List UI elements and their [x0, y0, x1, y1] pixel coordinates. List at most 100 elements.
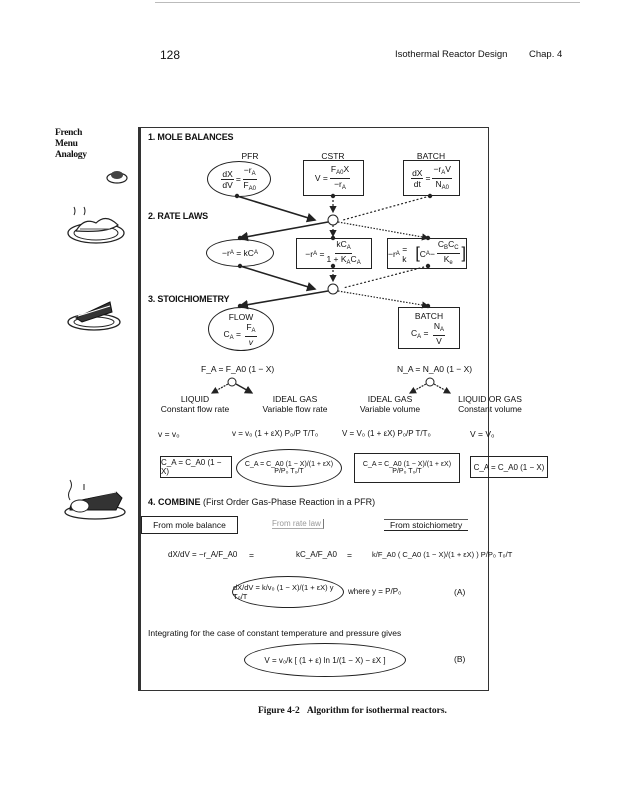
constant-volume-concentration: C_A = C_A0 (1 − X)	[470, 456, 548, 478]
batch-rhs-tail: V	[445, 163, 451, 174]
flow-conversion: F_A = F_A0 (1 − X)	[201, 364, 275, 374]
equation-a: dX/dV = k/v₀ (1 − X)/(1 + εX) y T₀/T	[232, 576, 344, 608]
rate-rhs: = kC	[236, 248, 254, 258]
sub: A	[253, 250, 258, 256]
pfr-lhs-den: dV	[222, 179, 233, 190]
margin-note: French Menu Analogy	[55, 128, 87, 161]
flow-den: v	[248, 336, 254, 347]
pfr-rhs-num: −r	[243, 164, 252, 175]
liquid-flow-eq: v = v₀	[158, 429, 180, 439]
rev-num: C	[437, 239, 445, 249]
cstr-label: CSTR	[321, 151, 345, 161]
sub: A	[346, 245, 351, 251]
sub: A0	[248, 185, 256, 192]
batch-lhs-den: dt	[413, 178, 421, 189]
equals-sign: =	[347, 550, 352, 560]
case-title: LIQUID	[180, 394, 210, 404]
sub: e	[449, 260, 453, 266]
combine-mole-balance: dX/dV = −r_A/F_A0	[168, 550, 238, 559]
sub: A0	[336, 169, 344, 176]
ideal-gas-flow-concentration: C_A = C_A0 (1 − X)/(1 + εX) P/P₀ T₀/T	[236, 449, 342, 487]
batch-lhs-num: dX	[411, 167, 424, 179]
equation-b: V = v₀/k [ (1 + ε) ln 1/(1 − X) − εX ]	[244, 643, 406, 677]
sub: A	[441, 169, 446, 176]
lh-lhs: −r	[305, 248, 314, 259]
integrating-text: Integrating for the case of constant tem…	[148, 628, 402, 638]
running-head: Isothermal Reactor Design	[395, 49, 508, 60]
sub: A	[229, 250, 234, 256]
from-rate-law-header: From rate law	[272, 519, 324, 529]
chapter-label: Chap. 4	[529, 49, 563, 60]
sub: A0	[441, 184, 449, 191]
batch-rhs-num: −r	[433, 163, 442, 174]
equation-a-label: (A)	[454, 587, 466, 597]
combine-title: 4. COMBINE	[148, 497, 201, 507]
case-subtitle: Variable volume	[359, 404, 421, 414]
case-subtitle: Variable flow rate	[262, 404, 328, 414]
rate-lhs: −r	[222, 248, 230, 258]
cstr-num-tail: X	[343, 163, 350, 174]
equation-b-label: (B)	[454, 654, 466, 664]
sub: C	[454, 245, 459, 251]
combine-subtitle: (First Order Gas-Phase Reaction in a PFR…	[203, 497, 376, 507]
from-stoichiometry-header: From stoichiometry	[384, 519, 469, 531]
batch-label: BATCH	[416, 151, 446, 161]
sub: B	[444, 245, 449, 251]
rev-mid: = k	[402, 243, 408, 264]
cstr-lhs: V	[314, 173, 321, 183]
caption-label: Figure 4-2	[258, 706, 300, 716]
flow-label: FLOW	[228, 311, 254, 322]
from-mole-balance-header: From mole balance	[141, 516, 238, 534]
case-subtitle: Constant volume	[458, 404, 522, 414]
cstr-num: F	[330, 163, 337, 174]
section-stoichiometry-title: 3. STOICHIOMETRY	[148, 294, 230, 304]
sub: A	[251, 170, 256, 177]
batch-stoich-num: N	[433, 320, 440, 331]
case-title: IDEAL GAS	[367, 394, 413, 404]
equals-sign: =	[249, 550, 254, 560]
lh-den-tail: C	[350, 254, 357, 264]
ideal-gas-batch-concentration: C_A = C_A0 (1 − X)/(1 + εX) P/P₀ T₀/T	[354, 453, 460, 483]
lh-num: kC	[336, 239, 347, 249]
sub: A	[439, 326, 444, 333]
top-rule	[155, 2, 580, 3]
pfr-rhs-den: F	[243, 179, 249, 190]
figure-frame	[138, 127, 489, 691]
section-rate-laws-title: 2. RATE LAWS	[148, 211, 208, 221]
rev-num-mid: C	[448, 239, 455, 249]
rev-ca: C	[419, 248, 426, 259]
case-subtitle: Constant flow rate	[160, 404, 230, 414]
sub: A	[425, 250, 430, 257]
rev-lhs: −r	[388, 248, 396, 259]
combine-stoichiometry: k/F_A0 ( C_A0 (1 − X)/(1 + εX) ) P/P₀ T₀…	[372, 550, 513, 559]
pfr-label: PFR	[241, 151, 259, 161]
batch-conversion: N_A = N_A0 (1 − X)	[397, 364, 473, 374]
batch-stoich-lhs: C	[411, 327, 418, 338]
case-title: IDEAL GAS	[272, 394, 318, 404]
page-number: 128	[160, 48, 181, 62]
sub: A	[395, 250, 400, 257]
flow-num: F	[246, 321, 252, 332]
margin-note-line: Analogy	[55, 150, 87, 160]
figure-caption: Figure 4-2 Algorithm for isothermal reac…	[258, 706, 447, 716]
coffee-dessert-icon	[64, 479, 126, 520]
sub: A	[313, 250, 318, 257]
main-course-icon	[67, 206, 125, 244]
batch-rhs-den: N	[435, 178, 442, 189]
margin-note-line: Menu	[55, 139, 78, 149]
ideal-gas-flow-eq: v = v₀ (1 + εX) P₀/P T/T₀	[232, 429, 319, 438]
sub: A	[229, 334, 234, 341]
cstr-den: −r	[334, 178, 342, 189]
equation-a-where: where y = P/P₀	[348, 587, 402, 596]
pfr-lhs-num: dX	[221, 168, 234, 180]
batch-stoich-den: V	[436, 335, 442, 346]
caption-text: Algorithm for isothermal reactors.	[306, 706, 447, 716]
